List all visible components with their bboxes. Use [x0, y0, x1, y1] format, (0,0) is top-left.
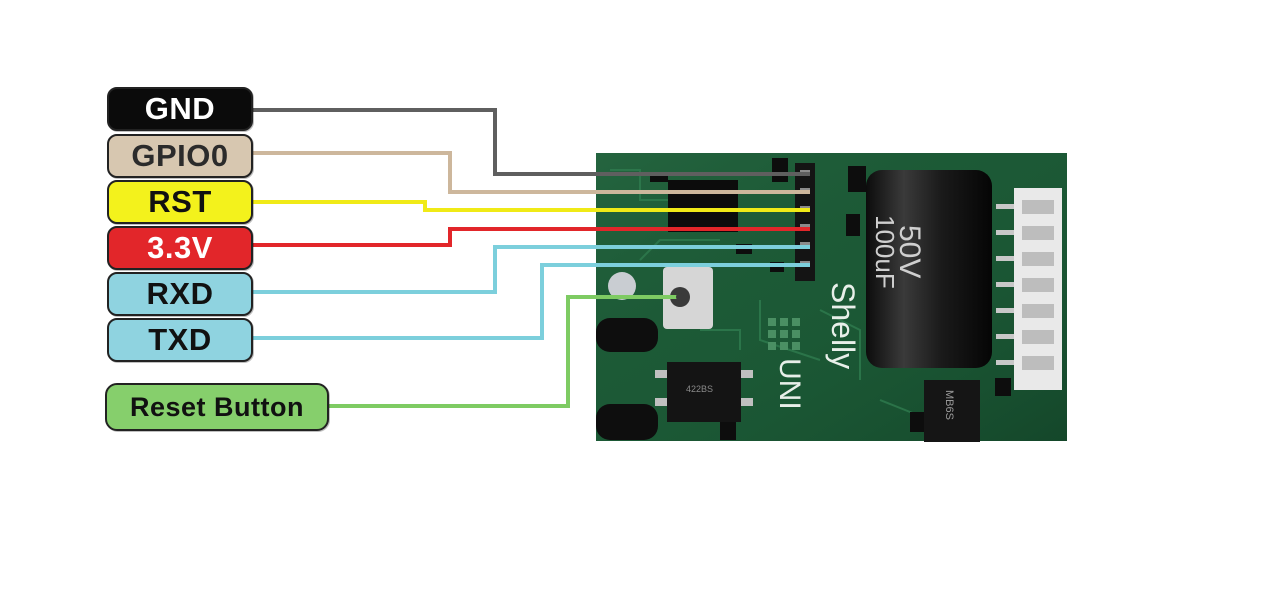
pin-label-reset-button: Reset Button: [105, 383, 329, 431]
pcb-traces: [610, 169, 931, 421]
pin-label-gnd: GND: [107, 87, 253, 131]
reset-wire-endpoint: [676, 293, 684, 301]
silkscreen-model: UNI: [773, 358, 806, 410]
capacitor-voltage: 50V: [893, 225, 926, 278]
wire-v33: [253, 227, 810, 247]
wires: [253, 108, 810, 408]
connector-slots: [1022, 200, 1054, 370]
wire-txd: [253, 263, 810, 340]
component-block: [668, 180, 738, 232]
pin-label-txd: TXD: [107, 318, 253, 362]
shelly-uni-board: 422BS 50V 100uF Shelly UNI MB6S: [596, 153, 1067, 442]
pin-label-rxd: RXD: [107, 272, 253, 316]
ic-legs: [655, 370, 753, 406]
connector-pins: [996, 204, 1014, 365]
bridge-rectifier: [924, 380, 980, 442]
electrolytic-capacitor: [866, 170, 992, 368]
ic-marking: 422BS: [686, 384, 713, 394]
wire-lead-top: [596, 318, 658, 352]
wire-gpio0: [253, 151, 810, 194]
pin-label-gpio0: GPIO0: [107, 134, 253, 178]
silkscreen-brand: Shelly: [825, 282, 861, 369]
pin-label-3v3: 3.3V: [107, 226, 253, 270]
bridge-marking: MB6S: [943, 390, 955, 420]
ic-chip: [667, 362, 741, 422]
wire-rst: [253, 200, 810, 212]
mounting-hole: [608, 272, 636, 300]
capacitor-capacitance: 100uF: [870, 215, 900, 289]
wire-lead-bottom: [596, 404, 658, 440]
wire-rxd: [253, 245, 810, 294]
test-pad-grid: [768, 318, 800, 350]
pin-label-rst: RST: [107, 180, 253, 224]
wire-reset: [329, 295, 680, 408]
wire-gnd: [253, 108, 810, 176]
